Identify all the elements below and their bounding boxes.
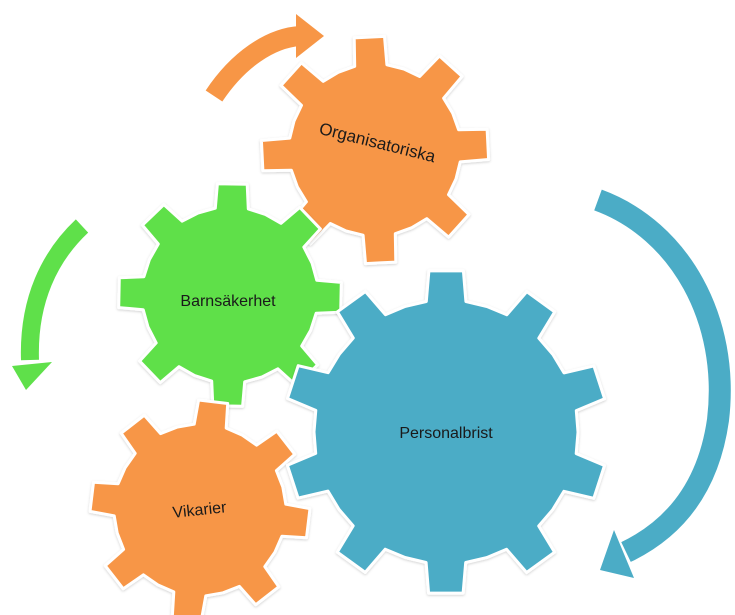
gear-label-personalbrist: Personalbrist — [399, 425, 493, 442]
blue-arrow — [594, 189, 731, 578]
gear-barn-shape — [117, 182, 343, 408]
green-arrow — [12, 219, 89, 390]
gear-organisatoriska — [259, 34, 491, 266]
gear-label-barnsakerhet: Barnsäkerhet — [180, 293, 276, 310]
gear-vikarier — [88, 398, 312, 615]
gear-pers-shape — [285, 269, 607, 595]
gear-org-shape — [259, 34, 491, 266]
cycle-arrows — [12, 14, 731, 578]
gear-personalbrist — [285, 269, 607, 595]
gear-label-vikarier: Vikarier — [172, 499, 228, 522]
gear-vik-shape — [88, 398, 312, 615]
gear-barnsakerhet — [117, 182, 343, 408]
orange-arrow — [205, 14, 324, 102]
